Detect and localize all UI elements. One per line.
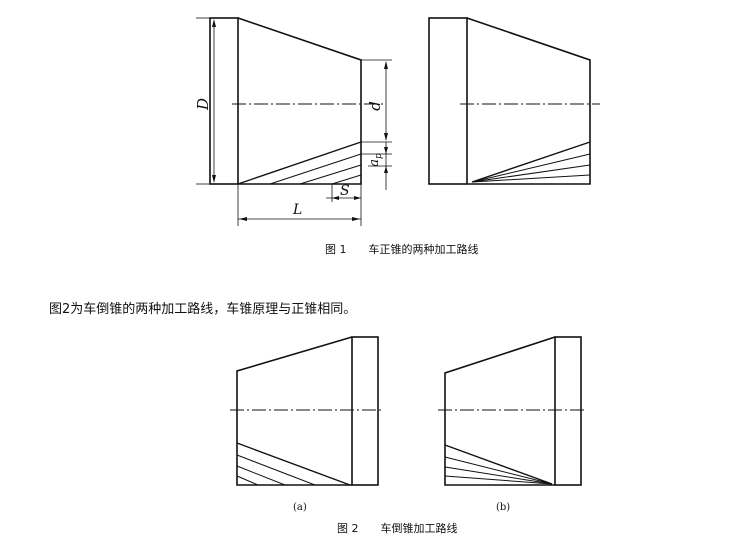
workpiece-3-chuck-block <box>351 336 379 486</box>
workpiece-1-cone-outline <box>237 17 362 185</box>
figure-1-caption: 图 1 车正锥的两种加工路线 <box>325 241 479 257</box>
dim-label-L: L <box>292 202 302 218</box>
figure-1-caption-text: 车正锥的两种加工路线 <box>368 243 479 256</box>
dim-label-ap: ap <box>367 153 384 167</box>
workpiece-1-cut-path-4 <box>331 174 362 185</box>
dim-label-d: d <box>366 101 384 111</box>
figure-2b-label: (b) <box>496 502 511 513</box>
dim-label-D: D <box>194 98 212 111</box>
workpiece-4-cone-outline <box>444 336 556 486</box>
workpiece-3-cut-path-1 <box>236 442 351 486</box>
dimension-labels: D d ap S L <box>194 98 384 218</box>
workpiece-2-cut-path-1 <box>471 141 591 183</box>
workpiece-3-cut-path-4 <box>236 475 259 486</box>
workpiece-3-cut-path-3 <box>236 465 286 486</box>
workpiece-1-cut-path-3 <box>299 164 362 185</box>
workpiece-2-cone-outline <box>466 17 591 185</box>
figure-1-left-drawing <box>196 17 392 226</box>
workpiece-4-cut-path-2 <box>444 456 553 485</box>
workpiece-4-cut-path-4 <box>444 475 553 485</box>
workpiece-2-cut-path-4 <box>471 174 591 183</box>
workpiece-4-chuck-block <box>554 336 582 486</box>
figure-1-caption-number: 图 1 <box>325 243 347 256</box>
figure-2b-drawing <box>438 336 585 486</box>
dim-label-S: S <box>340 183 350 199</box>
workpiece-2-chuck-block <box>428 17 468 185</box>
figure-2a-label: (a) <box>293 502 307 513</box>
workpiece-2-cut-path-2 <box>471 153 591 183</box>
workpiece-3-cone-outline <box>236 336 353 486</box>
workpiece-2-cut-path-3 <box>471 164 591 183</box>
workpiece-1-cut-path-2 <box>269 153 362 185</box>
figure-2-caption-text: 车倒锥加工路线 <box>380 522 458 535</box>
workpiece-3-cut-path-2 <box>236 454 316 486</box>
figure-1-right-drawing <box>428 17 600 185</box>
workpiece-1-chuck-block <box>209 17 239 185</box>
figure-2a-drawing <box>230 336 382 486</box>
workpiece-4-cut-path-1 <box>444 444 553 485</box>
workpiece-4-cut-path-3 <box>444 466 553 485</box>
figure-2-caption-number: 图 2 <box>337 522 359 535</box>
figure-2-caption: 图 2 车倒锥加工路线 <box>337 520 458 536</box>
body-paragraph: 图2为车倒锥的两种加工路线，车锥原理与正锥相同。 <box>49 302 357 317</box>
workpiece-1-cut-path-1 <box>237 141 362 185</box>
